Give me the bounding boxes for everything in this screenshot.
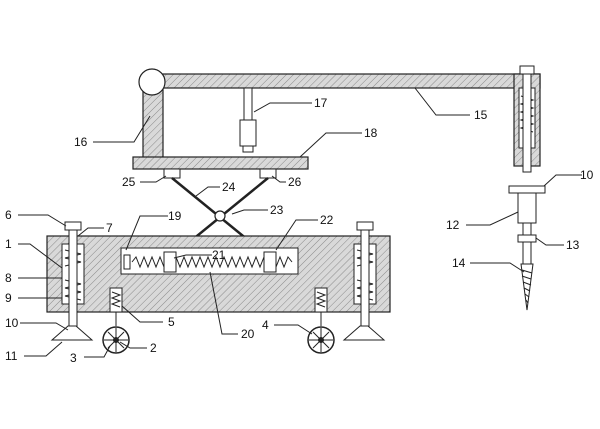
leader-24 (195, 186, 220, 197)
leader-10a (20, 322, 69, 331)
motor-tip (242, 145, 254, 153)
right-column-rod (360, 227, 370, 329)
leader-14 (470, 262, 525, 273)
leader-18 (299, 132, 362, 158)
leader-4 (274, 324, 313, 335)
motor-shaft (243, 87, 253, 121)
probe-flange (508, 185, 546, 194)
top-arm (149, 73, 541, 89)
label-6: 6 (5, 208, 12, 222)
probe-drill-thread (521, 269, 533, 304)
label-14: 14 (452, 256, 466, 270)
label-25: 25 (122, 175, 136, 189)
probe-coupling (517, 192, 537, 224)
label-7: 7 (106, 221, 113, 235)
left-column-rod (68, 227, 78, 329)
label-24: 24 (222, 180, 236, 194)
right-wheel-spokes (309, 328, 333, 352)
ball-joint (138, 68, 166, 96)
left-post (142, 87, 164, 161)
label-1: 1 (5, 237, 12, 251)
right-rod-cap (519, 65, 535, 75)
right-column-cap (356, 221, 374, 231)
right-rod-top (522, 65, 532, 173)
leader-17 (253, 102, 312, 113)
leader-25 (140, 175, 167, 183)
label-17: 17 (314, 96, 328, 110)
leader-11 (24, 341, 63, 357)
left-column-cap (64, 221, 82, 231)
label-10-right: 10 (580, 168, 594, 182)
label-10-left: 10 (5, 316, 19, 330)
probe-rod (522, 222, 532, 236)
leader-2 (119, 341, 147, 349)
right-wheel-spring (315, 291, 327, 308)
hinge-block-left (163, 168, 181, 179)
leader-21 (173, 254, 212, 259)
label-4: 4 (262, 318, 269, 332)
leader-13 (535, 237, 564, 246)
label-16: 16 (74, 135, 88, 149)
leader-15 (414, 87, 470, 116)
leader-5 (121, 305, 163, 323)
label-9: 9 (5, 291, 12, 305)
left-wheel-spring (110, 291, 122, 308)
label-20: 20 (241, 327, 255, 341)
leader-10b (543, 174, 582, 187)
label-2: 2 (150, 341, 157, 355)
label-21: 21 (212, 248, 226, 262)
label-11: 11 (5, 349, 18, 363)
label-12: 12 (446, 218, 460, 232)
left-wheel-spokes (104, 328, 128, 352)
leader-6 (18, 214, 67, 227)
label-15: 15 (474, 108, 488, 122)
probe-collar (517, 234, 537, 243)
left-foot-cup (50, 325, 94, 341)
label-13: 13 (566, 238, 580, 252)
leader-7 (77, 227, 104, 237)
channel-left-bearing (123, 254, 131, 270)
label-5: 5 (168, 315, 175, 329)
scissor-pivot (214, 210, 226, 222)
nut-slider-right (263, 251, 277, 273)
probe-drill-bit (520, 263, 534, 311)
leader-12 (466, 211, 519, 226)
motor-body (239, 119, 257, 147)
leader-26 (271, 175, 286, 183)
leader-23 (231, 209, 268, 215)
label-18: 18 (364, 126, 378, 140)
probe-shaft (522, 241, 532, 265)
label-23: 23 (270, 203, 284, 217)
leader-19 (125, 215, 168, 251)
right-foot-cup (342, 325, 386, 341)
label-26: 26 (288, 175, 302, 189)
leader-22 (275, 219, 318, 251)
nut-slider-left (163, 251, 177, 273)
leader-3 (84, 345, 111, 358)
label-3: 3 (70, 351, 77, 365)
leader-20 (209, 271, 238, 335)
label-8: 8 (5, 271, 12, 285)
label-19: 19 (168, 209, 182, 223)
upper-platform (132, 156, 309, 170)
leader-1 (18, 243, 63, 269)
label-22: 22 (320, 213, 334, 227)
leader-16 (93, 115, 151, 143)
